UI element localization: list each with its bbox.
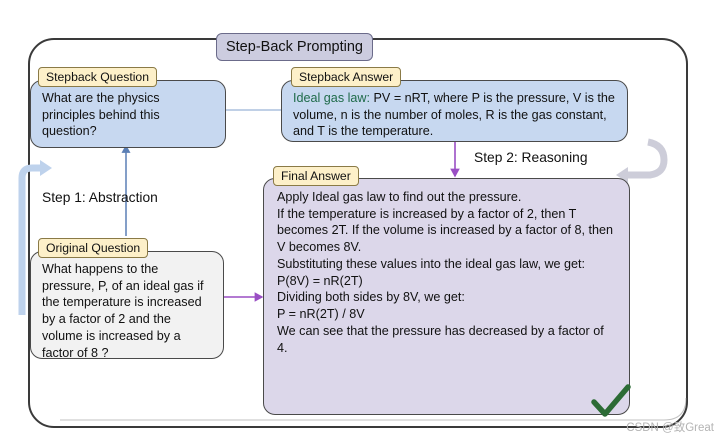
original-question-line-3: the temperature is increased: [42, 295, 202, 310]
final-answer-paragraph-1: Apply Ideal gas law to find out the pres…: [277, 190, 522, 204]
original-question-line-4: by a factor of 2 and the: [42, 312, 171, 327]
diagram-title: Step-Back Prompting: [225, 39, 363, 55]
watermark: CSDN @致Great: [626, 422, 714, 434]
tab-stepback-answer: Stepback Answer: [291, 67, 402, 87]
original-question-line-6: factor of 8 ?: [42, 345, 109, 360]
tab-original-question: Original Question: [38, 238, 149, 258]
step-2-caption: Step 2: Reasoning: [474, 150, 588, 165]
step-1-caption: Step 1: Abstraction: [42, 190, 158, 205]
final-answer-paragraph-4: Dividing both sides by 8V, we get: P = n…: [277, 290, 465, 322]
node-final-answer: Apply Ideal gas law to find out the pres…: [263, 178, 630, 415]
original-question-line-1: What happens to the: [42, 262, 159, 276]
tab-stepback-answer-label: Stepback Answer: [299, 70, 394, 84]
stepback-question-line-2: principles behind this: [42, 107, 160, 122]
stepback-answer-text: Ideal gas law: PV = nRT, where P is the …: [293, 90, 616, 140]
original-question-line-2: pressure, P, of an ideal gas if: [42, 278, 204, 293]
step-1-label: Step 1: Abstraction: [42, 190, 158, 205]
step-2-label: Step 2: Reasoning: [474, 150, 588, 165]
tab-stepback-question: Stepback Question: [38, 67, 157, 87]
tab-final-answer: Final Answer: [273, 166, 359, 186]
final-answer-paragraph-5: We can see that the pressure has decreas…: [277, 323, 604, 355]
original-question-line-5: volume is increased by a: [42, 328, 181, 343]
node-stepback-answer: Ideal gas law: PV = nRT, where P is the …: [281, 80, 628, 142]
stepback-answer-highlight: Ideal gas law:: [293, 91, 371, 105]
node-original-question: What happens to the pressure, P, of an i…: [30, 251, 224, 360]
final-answer-paragraph-3: Substituting these values into the ideal…: [277, 256, 586, 288]
stepback-question-line-3: question?: [42, 124, 97, 139]
tab-stepback-question-label: Stepback Question: [46, 70, 149, 84]
check-mark-icon: [591, 384, 631, 417]
tab-final-answer-label: Final Answer: [281, 169, 351, 183]
stepback-answer-body: PV = nRT, where P is the pressure, V is …: [293, 91, 615, 139]
diagram-title-chip: Step-Back Prompting: [216, 33, 373, 61]
node-stepback-question: What are the physics principles behind t…: [30, 80, 226, 148]
tab-original-question-label: Original Question: [46, 241, 141, 255]
stepback-question-line-1: What are the physics: [42, 91, 160, 105]
final-answer-paragraph-2: If the temperature is increased by a fac…: [277, 206, 614, 255]
